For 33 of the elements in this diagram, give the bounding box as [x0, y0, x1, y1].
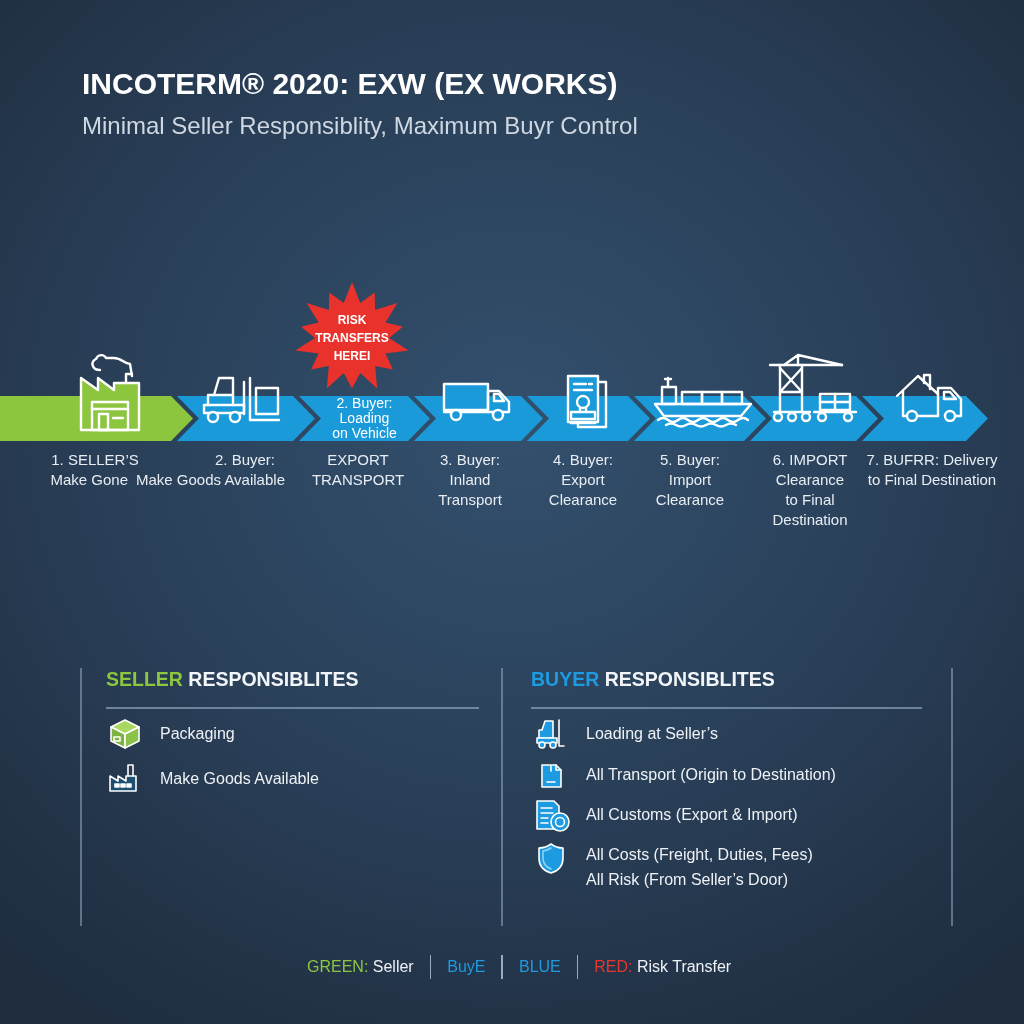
starburst-text: RISK TRANSFERS HEREI: [314, 312, 390, 365]
responsibility-item: Make Goods Available: [160, 769, 319, 789]
panel-heading: SELLER RESPONSIBLITES: [106, 668, 359, 690]
legend-entry: BuyE: [447, 957, 486, 977]
responsibility-item: Packaging: [160, 724, 235, 744]
step-caption: EXPORT TRANSPORT: [310, 450, 406, 490]
process-step: [177, 396, 315, 441]
responsibility-item: All Costs (Freight, Duties, Fees): [586, 845, 813, 865]
process-step: [299, 396, 430, 441]
step-caption: Make Goods Available: [136, 470, 286, 490]
process-step: [634, 396, 766, 441]
step-caption: 1. SELLER’S: [50, 450, 140, 470]
responsibility-panel: [80, 668, 503, 926]
legend-entry: RED: Risk Transfer: [594, 957, 732, 977]
title: INCOTERM® 2020: EXW (EX WORKS): [82, 66, 618, 102]
responsibility-item: All Customs (Export & Import): [586, 805, 798, 825]
step-caption: Make Gone: [49, 470, 128, 490]
step-text: 2. Buyer: Loading on Vehicle: [331, 396, 398, 441]
step-caption: 7. BUFRR: Delivery to Final Destination: [865, 450, 999, 490]
legend-entry: GREEN: Seller: [307, 957, 414, 977]
subtitle: Minimal Seller Responsiblity, Maximum Buyr Control: [82, 111, 638, 140]
process-step: [750, 396, 878, 441]
step-caption: 4. Buyer: Export Clearance: [547, 450, 619, 510]
responsibility-item: Loading at Seller’s: [586, 724, 718, 744]
legend-entry: BLUE: [518, 957, 561, 977]
step-caption: 2. Buyer:: [214, 450, 276, 470]
step-caption: 3. Buyer: Inland Transport: [437, 450, 503, 510]
responsibility-item: All Transport (Origin to Destination): [586, 765, 836, 785]
step-caption: 5. Buyer: Import Clearance: [654, 450, 726, 510]
step-caption: 6. IMPORT Clearance to Final Destination: [771, 450, 849, 530]
responsibility-item: All Risk (From Seller’s Door): [586, 870, 789, 890]
panel-heading: BUYER RESPONSIBLITES: [531, 668, 775, 690]
process-step: [862, 396, 988, 441]
